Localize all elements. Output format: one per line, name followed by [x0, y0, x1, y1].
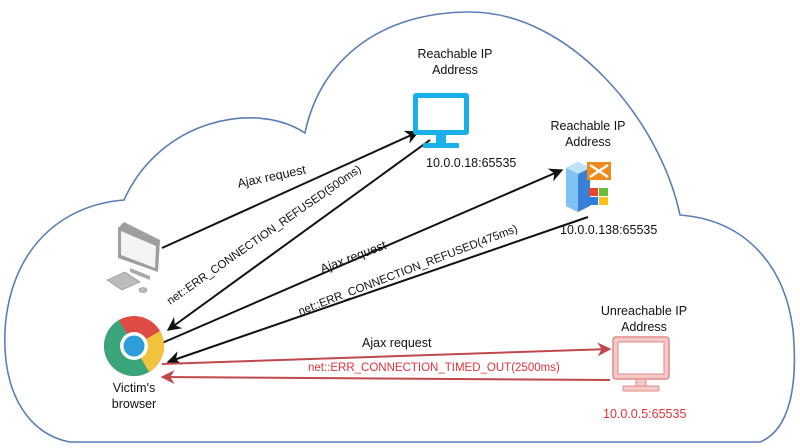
arrow-request-2 [161, 168, 564, 344]
monitor-icon [413, 93, 469, 148]
title-line: Reachable IP [550, 119, 626, 133]
unreachable-title: Unreachable IP Address [584, 303, 704, 335]
title-line: Address [565, 135, 611, 149]
unreachable-monitor-icon [612, 336, 670, 392]
title-line: Reachable IP [417, 47, 493, 61]
unreachable-address: 10.0.0.5:65535 [603, 407, 687, 421]
label-line: Victim's [112, 381, 156, 395]
reachable-2-title: Reachable IP Address [533, 118, 643, 150]
arrow-response-3 [160, 370, 611, 385]
title-line: Unreachable IP [600, 304, 688, 318]
windows-server-icon [566, 162, 611, 212]
arrow-request-1 [161, 130, 420, 249]
arrow-response-2 [166, 216, 589, 365]
reachable-1-title: Reachable IP Address [400, 46, 510, 78]
title-line: Address [432, 63, 478, 77]
label-line: browser [111, 397, 157, 411]
edge-label-response-3: net::ERR_CONNECTION_TIMED_OUT(2500ms) [308, 362, 560, 374]
network-cloud [4, 11, 796, 443]
arrow-request-3 [161, 342, 612, 365]
arrow-response-1 [166, 139, 431, 331]
reachable-2-address: 10.0.0.138:65535 [560, 223, 658, 237]
title-line: Address [621, 320, 667, 334]
reachable-1-address: 10.0.0.18:65535 [426, 156, 517, 170]
victim-browser-label: Victim's browser [102, 380, 166, 412]
chrome-icon [103, 316, 165, 377]
desktop-computer-icon [106, 222, 160, 293]
edge-label-request-3: Ajax request [362, 336, 432, 350]
